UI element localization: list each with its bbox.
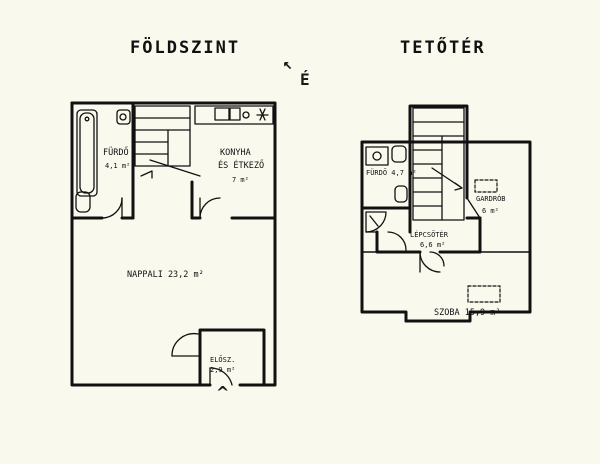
ground-floor-walls xyxy=(70,101,277,387)
ground-stair xyxy=(134,105,201,179)
attic-bathroom-fixtures xyxy=(365,145,408,233)
attic-room-label: SZOBA 15,9 m² xyxy=(434,308,501,318)
attic-stair xyxy=(412,107,465,221)
north-label: É xyxy=(300,70,310,89)
ground-kitchen-fixtures xyxy=(194,105,274,125)
attic-doors xyxy=(387,197,481,273)
attic-roof-lines xyxy=(361,251,531,313)
attic-skylights xyxy=(467,179,501,303)
wardrobe-name: GARDRÓB xyxy=(476,195,506,203)
hall-name: ELŐSZ. xyxy=(210,356,236,364)
landing-area: 6,6 m² xyxy=(420,241,446,249)
kitchen-subtitle: ÉS ÉTKEZŐ xyxy=(218,161,265,171)
kitchen-name: KONYHA xyxy=(220,148,251,158)
kitchen-area: 7 m² xyxy=(232,176,249,184)
landing-name: LÉPCSŐTÉR xyxy=(410,231,448,239)
ground-bathroom-fixtures xyxy=(75,109,131,213)
ground-doors xyxy=(101,197,233,386)
ground-bathroom-area: 4,1 m² xyxy=(105,162,131,170)
ground-bathroom-name: FÜRDŐ xyxy=(103,148,129,158)
attic-title: TETŐTÉR xyxy=(400,38,486,58)
hall-area: 2,9 m² xyxy=(210,366,236,374)
wardrobe-area: 6 m² xyxy=(482,207,499,215)
north-arrow-icon: ↖ xyxy=(283,54,293,73)
attic-walls xyxy=(360,104,532,323)
living-room-label: NAPPALI 23,2 m² xyxy=(127,270,204,280)
ground-floor-title: FÖLDSZINT xyxy=(130,38,241,58)
entrance-mark: ^ xyxy=(216,383,230,402)
attic-bathroom-label: FÜRDŐ 4,7 m² xyxy=(366,169,417,177)
